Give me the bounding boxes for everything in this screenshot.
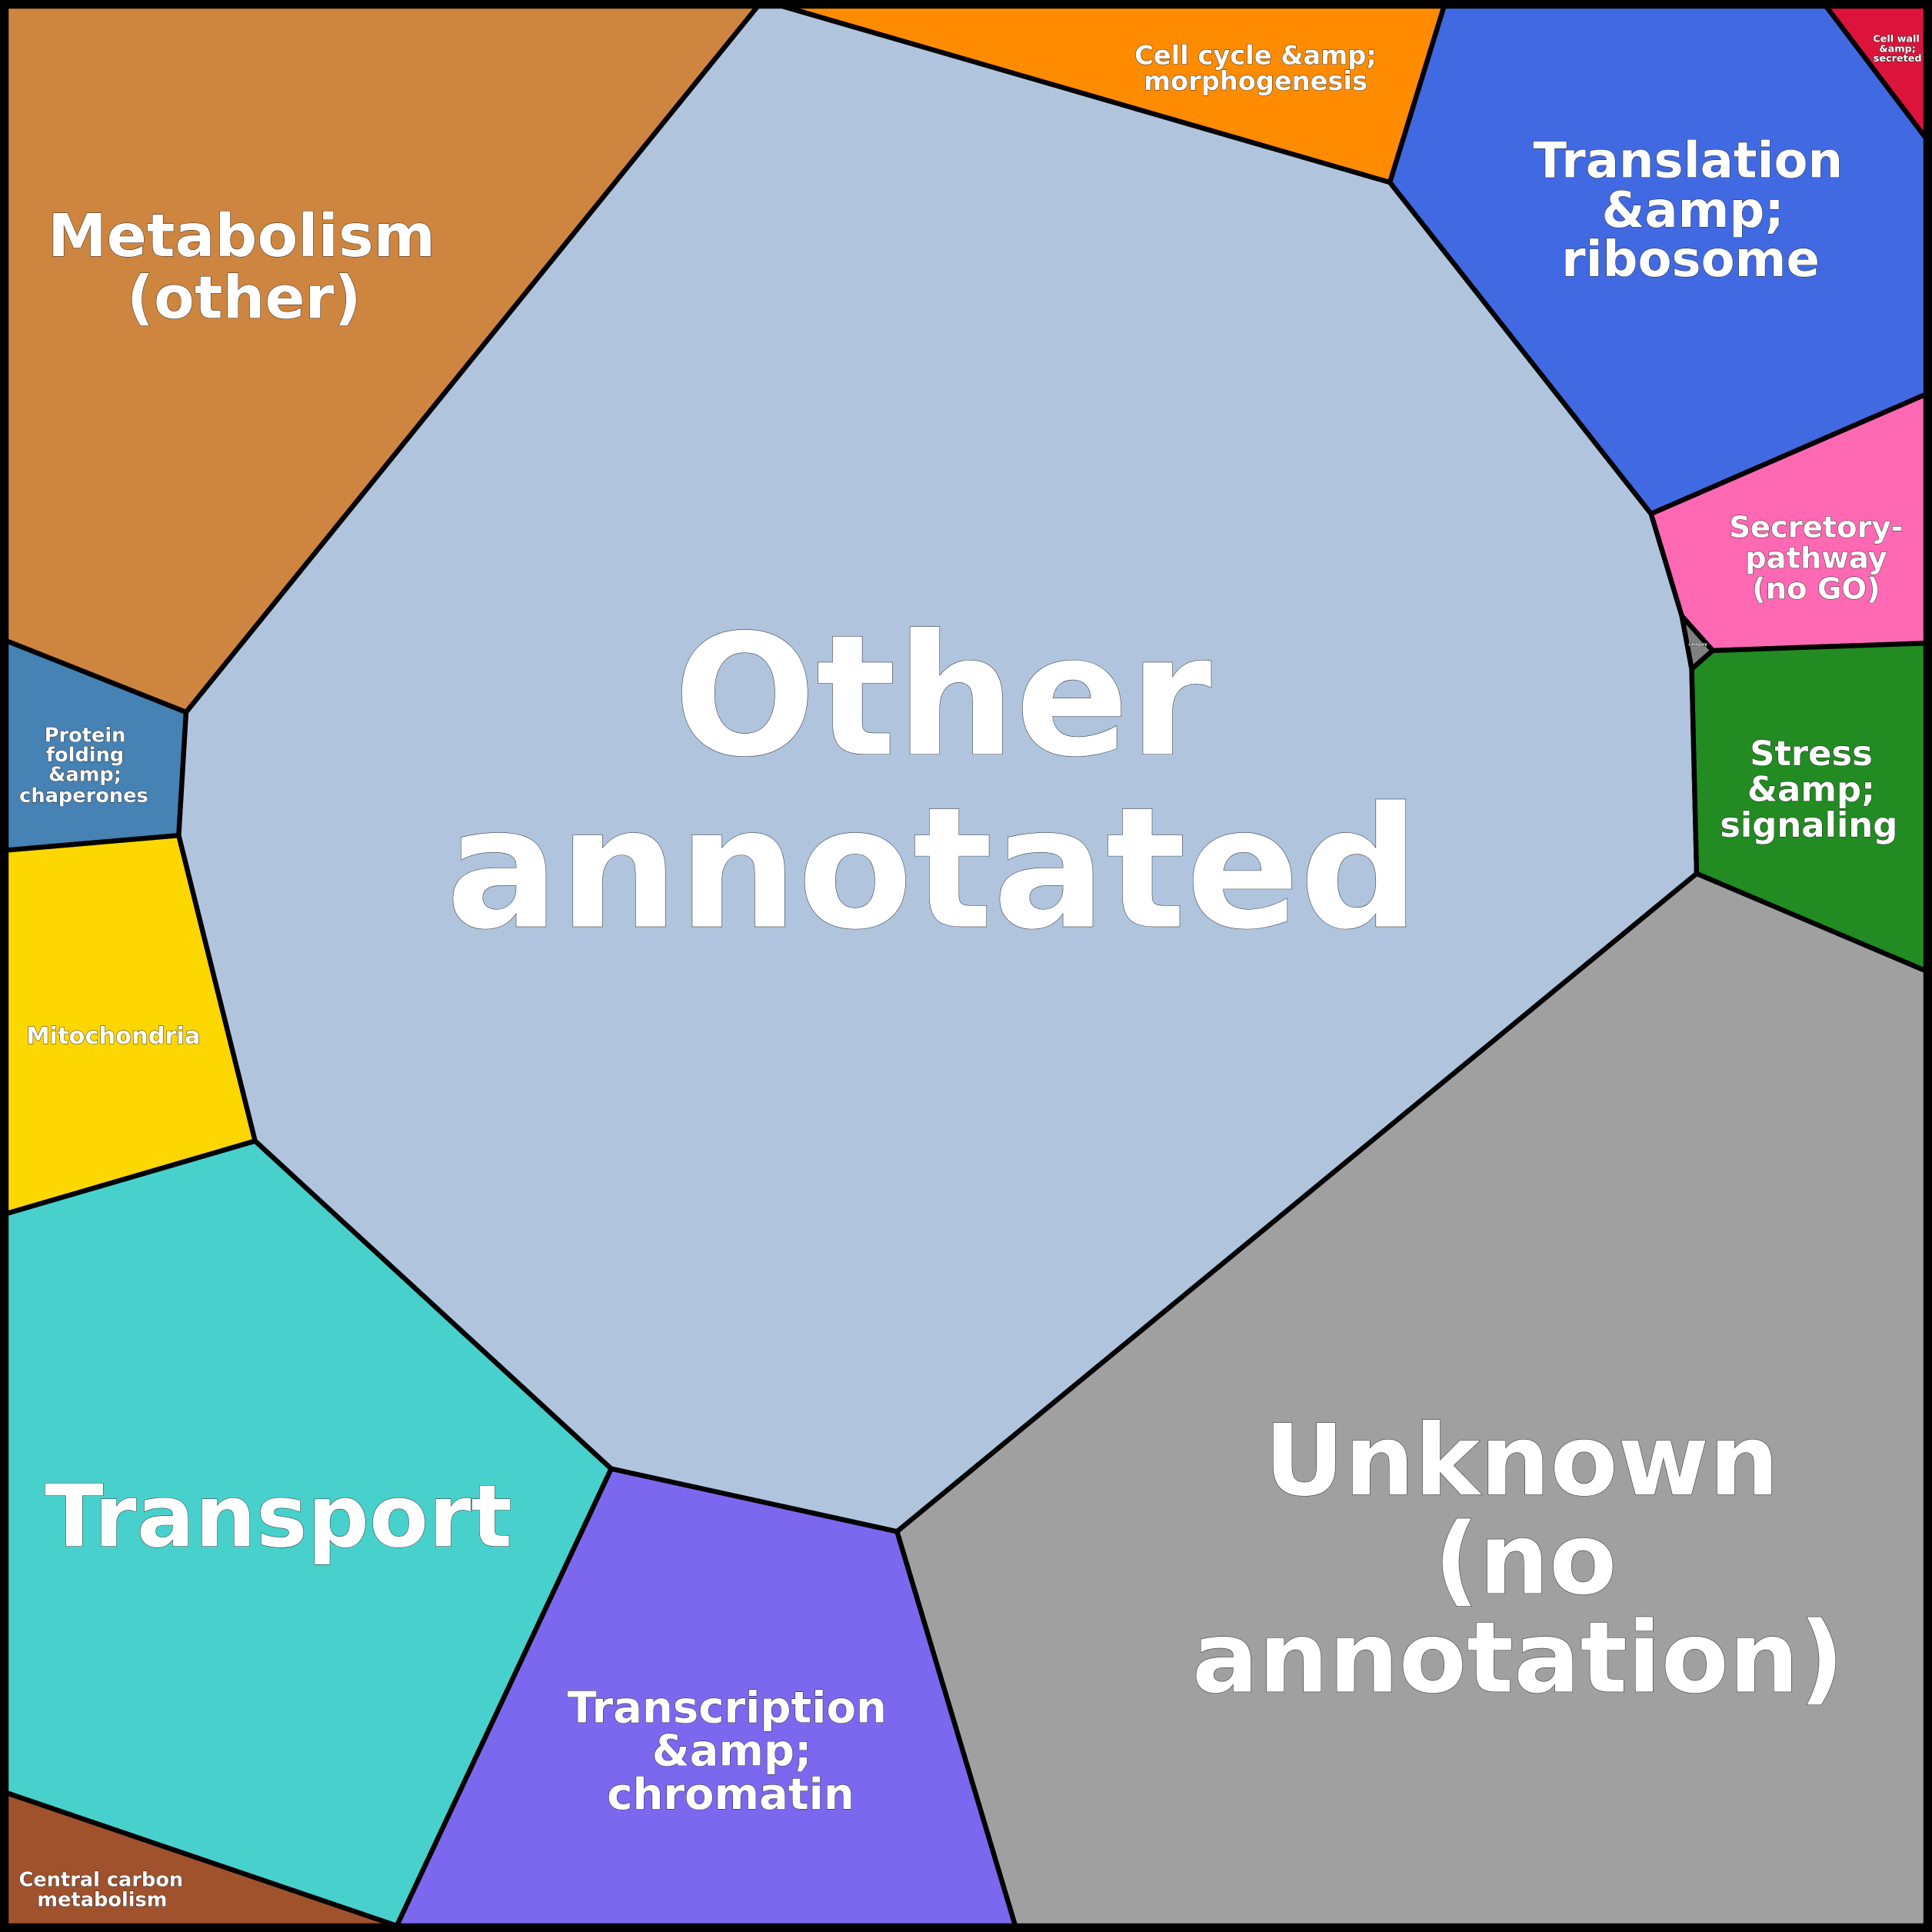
- label-cell-cycle: Cell cycle &amp;morphogenesis: [1134, 40, 1377, 96]
- cell-protein-folding[interactable]: [3, 637, 189, 853]
- label-small-category: category: [1689, 642, 1708, 647]
- label-secretory: Secretory-pathway(no GO): [1729, 510, 1903, 606]
- cell-stress[interactable]: [1689, 640, 1929, 975]
- label-transcription: Transcription&amp;chromatin: [567, 1684, 887, 1820]
- label-mitochondria: Mitochondria: [26, 1023, 200, 1050]
- label-transport: Transport: [45, 1467, 512, 1567]
- label-metabolism-other: Metabolism(other): [48, 202, 435, 332]
- cell-central-carbon[interactable]: [3, 1789, 398, 1929]
- cell-unknown[interactable]: [894, 871, 1929, 1929]
- cell-cell-wall[interactable]: [1820, 3, 1929, 145]
- label-cell-wall: Cell wall&amp;secreted: [1873, 33, 1921, 65]
- label-translation: Translation&amp;ribosome: [1533, 133, 1843, 288]
- label-stress: Stress&amp;signaling: [1720, 733, 1897, 845]
